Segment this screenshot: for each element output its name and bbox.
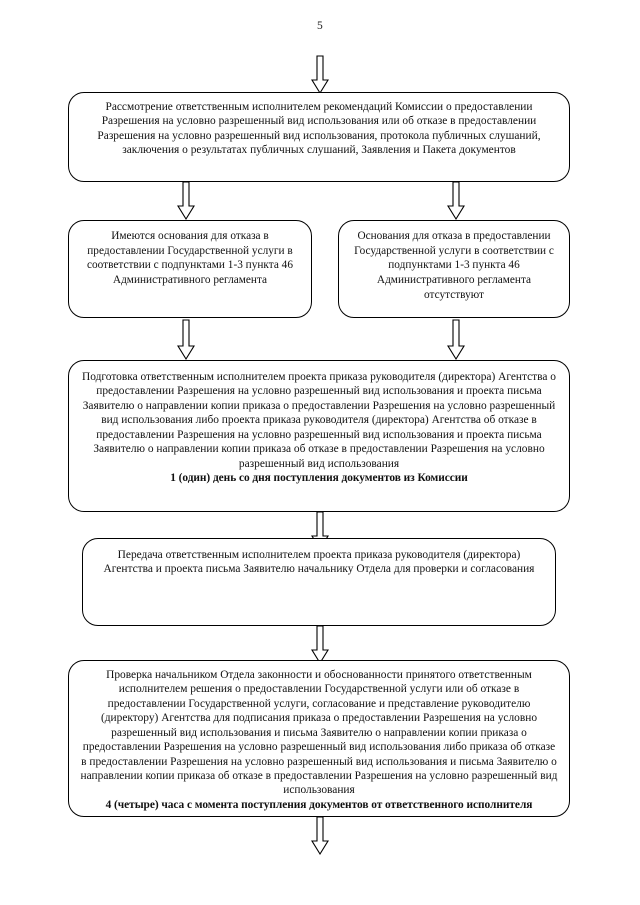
arrow-review-to-grounds-absent: [447, 181, 465, 221]
node-transfer-to-head-of-department: Передача ответственным исполнителем прое…: [82, 538, 556, 626]
node-transfer-to-head-of-department-text: Передача ответственным исполнителем прое…: [103, 549, 535, 576]
node-review-recommendations: Рассмотрение ответственным исполнителем …: [68, 92, 570, 182]
node-review-recommendations-text: Рассмотрение ответственным исполнителем …: [97, 101, 541, 157]
node-prepare-draft-order-deadline: 1 (один) день со дня поступления докумен…: [170, 472, 468, 485]
node-check-by-head-of-department-text: Проверка начальником Отдела законности и…: [80, 669, 558, 797]
arrow-grounds-absent-to-draft: [447, 319, 465, 361]
node-check-by-head-of-department-deadline: 4 (четыре) часа с момента поступления до…: [105, 799, 533, 812]
node-grounds-present: Имеются основания для отказа в предостав…: [68, 220, 312, 318]
node-grounds-absent: Основания для отказа в предоставлении Го…: [338, 220, 570, 318]
arrow-review-to-grounds-present: [177, 181, 195, 221]
node-grounds-absent-text: Основания для отказа в предоставлении Го…: [354, 230, 554, 301]
node-prepare-draft-order-text: Подготовка ответственным исполнителем пр…: [82, 371, 556, 470]
node-prepare-draft-order: Подготовка ответственным исполнителем пр…: [68, 360, 570, 512]
arrow-into-review: [311, 55, 329, 95]
arrow-check-to-next-page: [311, 816, 329, 856]
node-grounds-present-text: Имеются основания для отказа в предостав…: [87, 230, 293, 287]
node-check-by-head-of-department: Проверка начальником Отдела законности и…: [68, 660, 570, 817]
arrow-grounds-present-to-draft: [177, 319, 195, 361]
page-number: 5: [317, 20, 323, 32]
arrow-transfer-to-check: [311, 625, 329, 665]
